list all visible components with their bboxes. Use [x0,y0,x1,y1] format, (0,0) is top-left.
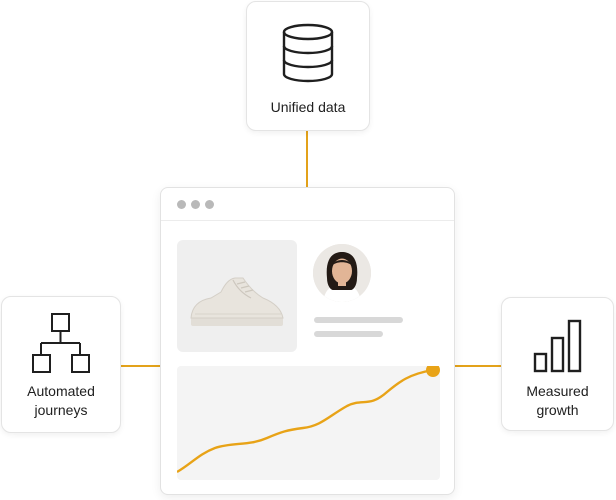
label-line: journeys [34,402,88,418]
growth-chart-panel [176,363,440,480]
database-icon [282,23,334,83]
window-control-dot [177,200,186,209]
placeholder-text-line [314,331,383,337]
window-control-dot [205,200,214,209]
label-line: Measured [526,383,589,399]
growth-endpoint-marker [426,363,440,377]
window-control-dot [191,200,200,209]
connector-top [306,130,308,188]
browser-window [160,187,455,495]
automated-journeys-label: Automated journeys [27,382,95,420]
window-titlebar [161,188,454,221]
automated-journeys-node: Automated journeys [1,296,121,433]
measured-growth-label: Measured growth [526,382,588,420]
connector-right [455,365,501,367]
unified-data-node: Unified data [246,1,370,131]
person-avatar [313,244,371,302]
bar-chart-icon [533,319,581,373]
label-line: growth [536,402,579,418]
label-line: Automated [27,383,95,399]
sneaker-icon [190,277,284,326]
profile-avatar [313,244,371,302]
growth-trend-line [176,368,434,474]
unified-data-label: Unified data [270,99,346,115]
connector-left [120,365,161,367]
growth-chart [176,363,440,474]
measured-growth-node: Measured growth [501,297,614,431]
flowchart-icon [32,313,90,373]
product-image-card [177,240,297,352]
placeholder-text-line [314,317,403,323]
